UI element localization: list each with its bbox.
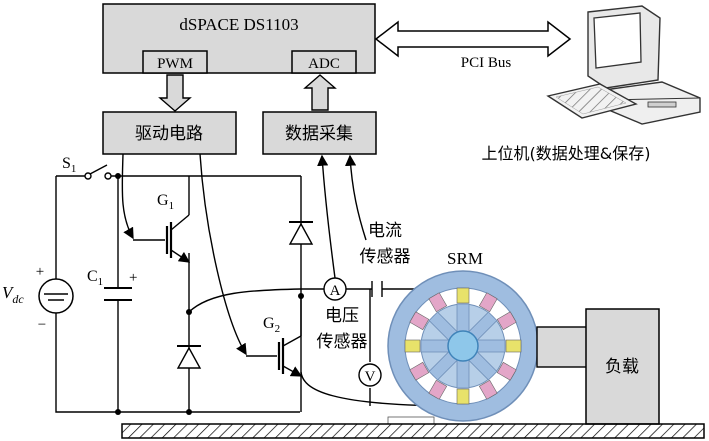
current-sensor-line2: 传感器: [360, 247, 411, 267]
current-sensor-line1: 电流: [368, 221, 402, 241]
capacitor-label: C1: [87, 268, 103, 288]
load-label: 负载: [605, 357, 639, 377]
adc-port: [291, 50, 357, 74]
acq-to-adc-arrow: [303, 74, 337, 111]
ammeter-symbol: [323, 277, 347, 301]
acquisition-block: 数据采集: [262, 111, 377, 155]
voltmeter-symbol: [358, 363, 382, 387]
stator-coil: [456, 287, 470, 304]
switch-s1: [84, 164, 112, 180]
motor-label: SRM: [447, 249, 483, 268]
motor-shaft: [536, 326, 589, 368]
sensor-signal-lines: [317, 154, 367, 279]
rotor-pole: [420, 339, 450, 353]
capacitor-plus: +: [129, 270, 137, 286]
pwm-to-driver-arrow: [158, 74, 192, 112]
ground-base: [121, 423, 705, 439]
ammeter-label: A: [330, 283, 341, 299]
load-block: 负载: [585, 308, 660, 425]
junction-dots: [115, 173, 304, 415]
acquisition-label: 数据采集: [285, 124, 353, 144]
computer-icon: [546, 5, 701, 125]
source-label: Vdc: [2, 283, 24, 306]
current-sensor-clamp: [371, 281, 383, 297]
capacitor-c1: [104, 287, 132, 301]
diode-upper: [288, 221, 314, 245]
driver-label: 驱动电路: [135, 124, 203, 144]
driver-block: 驱动电路: [102, 111, 237, 155]
stator-coil: [428, 379, 448, 400]
stator-coil: [428, 292, 448, 313]
adc-label: ADC: [308, 56, 340, 72]
source-plus: +: [36, 264, 44, 280]
rotor-pole: [476, 339, 506, 353]
dc-source: [38, 278, 74, 314]
gate-signal-lines: [121, 153, 247, 356]
voltage-sensor-line2: 传感器: [317, 332, 368, 352]
stator-coil: [478, 379, 498, 400]
diode-lower: [176, 345, 202, 369]
stator-coil: [505, 339, 522, 353]
source-minus: −: [38, 317, 46, 333]
stator-coil: [478, 292, 498, 313]
motor-nameplate: [387, 416, 435, 425]
voltmeter-label: V: [365, 369, 376, 385]
stator-coil: [404, 339, 421, 353]
pwm-label: PWM: [157, 56, 193, 72]
rotor-pole: [456, 359, 470, 389]
pci-bus-label: PCI Bus: [461, 55, 512, 71]
igbt-g1: [133, 214, 191, 263]
stator-coil: [409, 311, 430, 331]
igbt-g2-label: G2: [263, 315, 280, 335]
igbt-g1-label: G1: [157, 192, 174, 212]
pwm-port: [142, 50, 208, 74]
pci-bus-arrow: PCI Bus: [374, 20, 572, 71]
stator-coil: [456, 388, 470, 405]
stator-coil: [409, 361, 430, 381]
stator-coil: [496, 311, 517, 331]
rotor-pole: [456, 303, 470, 333]
srm-motor: [387, 270, 539, 422]
host-label: 上位机(数据处理&保存): [482, 144, 651, 163]
dspace-title: dSPACE DS1103: [179, 15, 298, 34]
dspace-block: dSPACE DS1103 PWM ADC: [102, 3, 376, 74]
igbt-g2: [246, 335, 303, 377]
stator-coil: [496, 361, 517, 381]
voltage-sensor-line1: 电压: [325, 306, 359, 326]
switch-label: S1: [62, 155, 76, 175]
